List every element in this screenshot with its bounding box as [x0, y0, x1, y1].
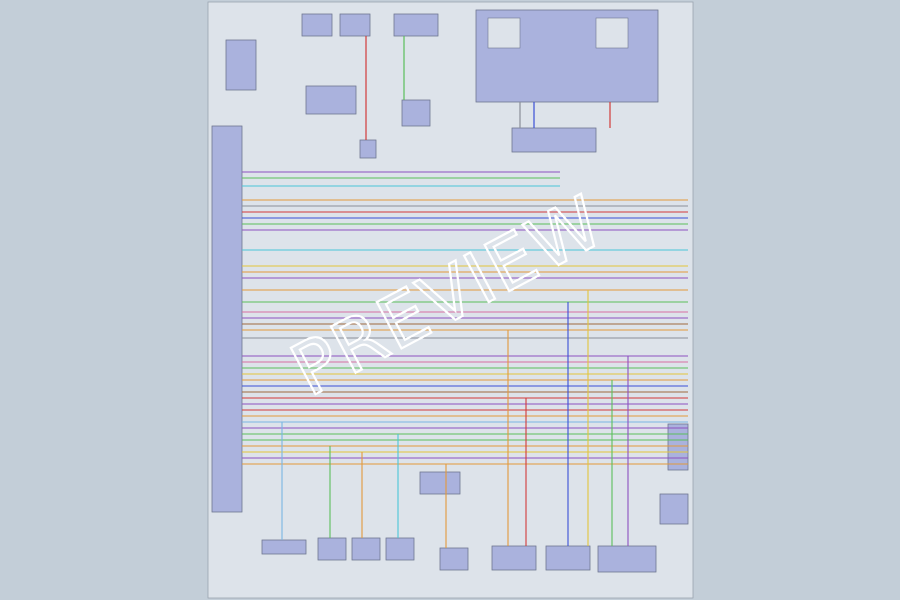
- bottom-connector-left: [261, 539, 307, 555]
- speed-sensor-a: [491, 545, 537, 571]
- solenoid-c: [385, 537, 415, 561]
- junction-connector: [511, 127, 597, 153]
- temperature-sensor: [439, 547, 469, 571]
- solenoid-b: [351, 537, 381, 561]
- top-fuse-box-a: [301, 13, 333, 37]
- top-left-component: [225, 39, 257, 91]
- top-fuse-box-b: [339, 13, 371, 37]
- inner-switch-2: [595, 17, 629, 49]
- solenoid-a: [317, 537, 347, 561]
- right-connector: [667, 423, 689, 471]
- speed-sensor-b: [545, 545, 591, 571]
- relay-component: [305, 85, 357, 115]
- control-module-block: [211, 125, 243, 513]
- small-sensor: [359, 139, 377, 159]
- top-fuse-box-c: [393, 13, 439, 37]
- mid-relay-bottom: [419, 471, 461, 495]
- wire-harness: [242, 171, 688, 548]
- center-connector: [401, 99, 431, 127]
- range-sensor: [597, 545, 657, 573]
- inner-switch-1: [487, 17, 521, 49]
- right-sensor: [659, 493, 689, 525]
